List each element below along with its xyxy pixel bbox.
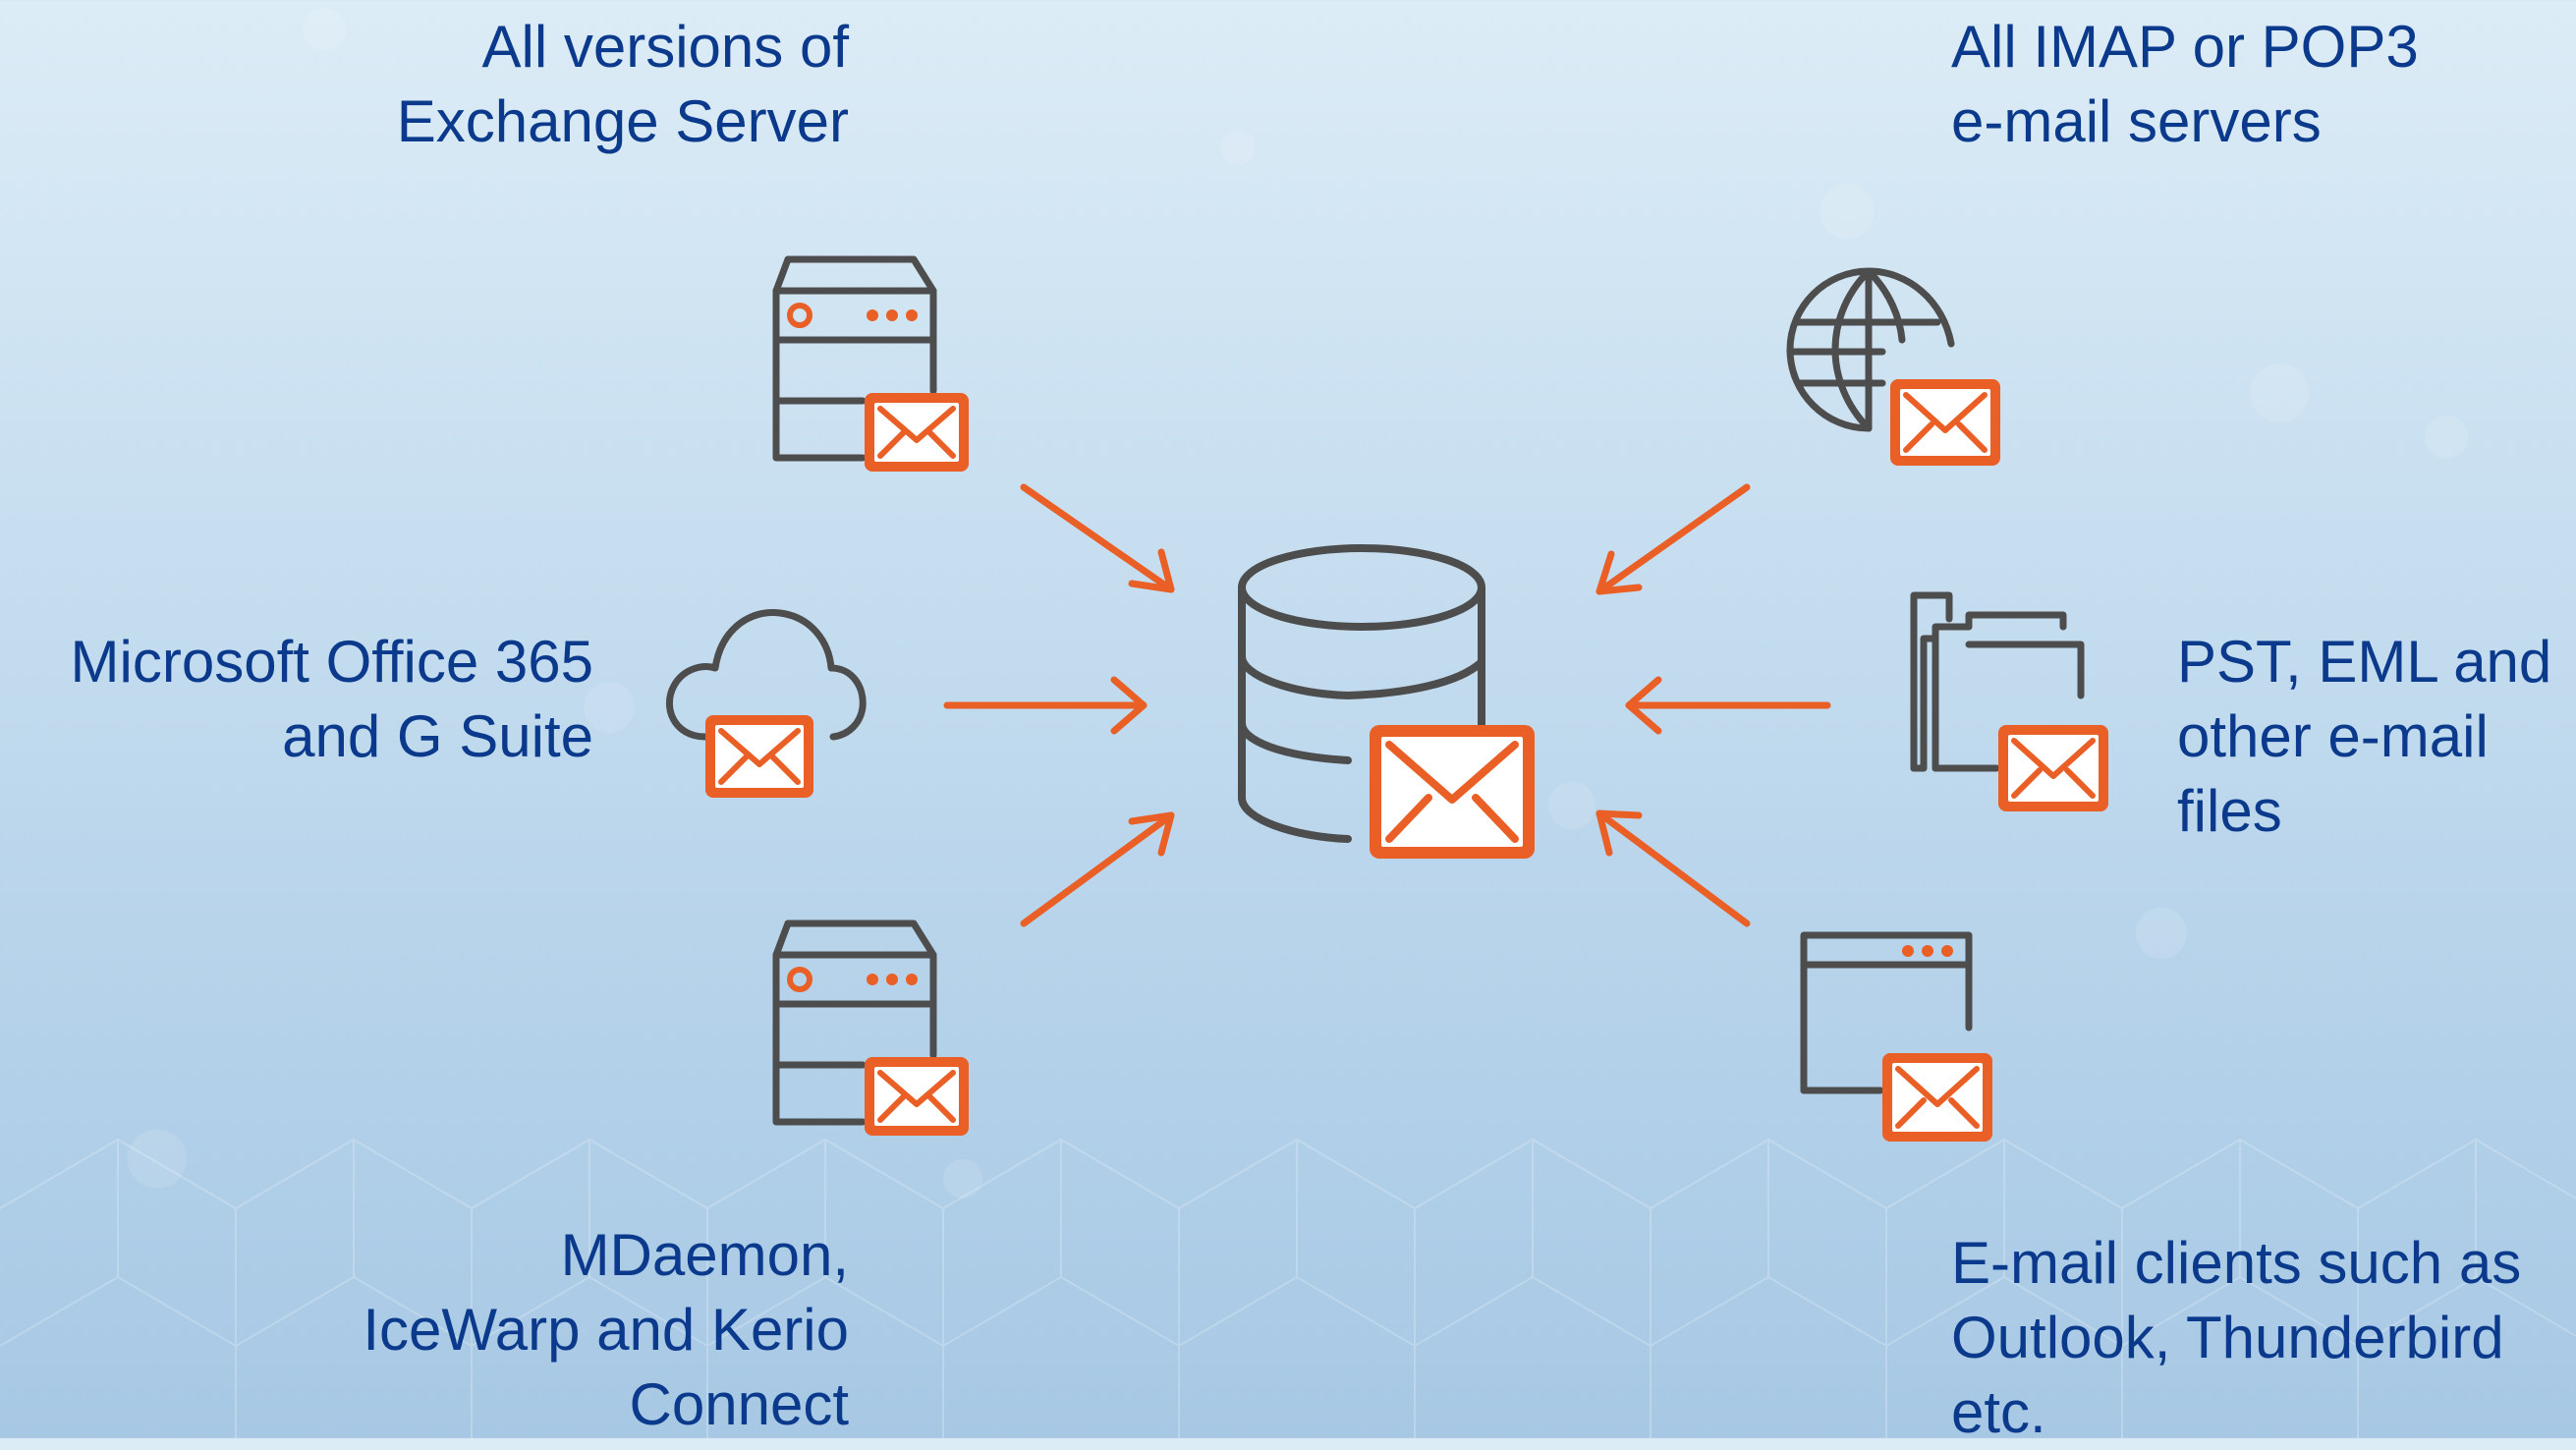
server-mail-icon — [772, 920, 969, 1136]
label-pst-line-3: files — [2177, 778, 2282, 844]
label-clients-line-1: E-mail clients such as — [1951, 1230, 2522, 1296]
label-pst-line-2: other e-mail — [2177, 703, 2489, 769]
label-imap: All IMAP or POP3 e-mail servers — [1951, 10, 2419, 159]
label-mdaemon-line-3: Connect — [629, 1371, 849, 1437]
cloud-mail-icon — [666, 609, 867, 798]
label-office365-line-2: and G Suite — [282, 703, 593, 769]
arrow-from-pst — [1625, 676, 1831, 735]
label-pst: PST, EML and other e-mail files — [2177, 625, 2551, 849]
arrow-from-imap — [1596, 483, 1751, 595]
label-imap-line-1: All IMAP or POP3 — [1951, 14, 2419, 80]
window-mail-icon — [1800, 931, 1992, 1142]
arrow-from-mdaemon — [1020, 811, 1175, 927]
label-clients-line-3: etc. — [1951, 1379, 2046, 1445]
label-exchange-line-1: All versions of — [481, 14, 849, 80]
server-mail-icon — [772, 255, 969, 472]
label-imap-line-2: e-mail servers — [1951, 88, 2322, 154]
label-mdaemon: MDaemon, IceWarp and Kerio Connect — [363, 1218, 849, 1442]
label-clients: E-mail clients such as Outlook, Thunderb… — [1951, 1226, 2521, 1450]
label-pst-line-1: PST, EML and — [2177, 629, 2552, 695]
arrow-from-exchange — [1020, 483, 1175, 593]
database-mail-icon — [1238, 544, 1535, 859]
label-mdaemon-line-2: IceWarp and Kerio — [363, 1297, 849, 1363]
label-exchange-line-2: Exchange Server — [396, 88, 849, 154]
label-clients-line-2: Outlook, Thunderbird — [1951, 1305, 2504, 1370]
folder-mail-icon — [1910, 591, 2108, 811]
label-office365: Microsoft Office 365 and G Suite — [71, 625, 593, 774]
arrow-from-clients — [1596, 809, 1751, 927]
label-mdaemon-line-1: MDaemon, — [560, 1222, 849, 1288]
label-office365-line-1: Microsoft Office 365 — [70, 629, 593, 695]
globe-mail-icon — [1786, 267, 2000, 466]
label-exchange: All versions of Exchange Server — [397, 10, 849, 159]
arrow-from-office365 — [943, 676, 1148, 735]
